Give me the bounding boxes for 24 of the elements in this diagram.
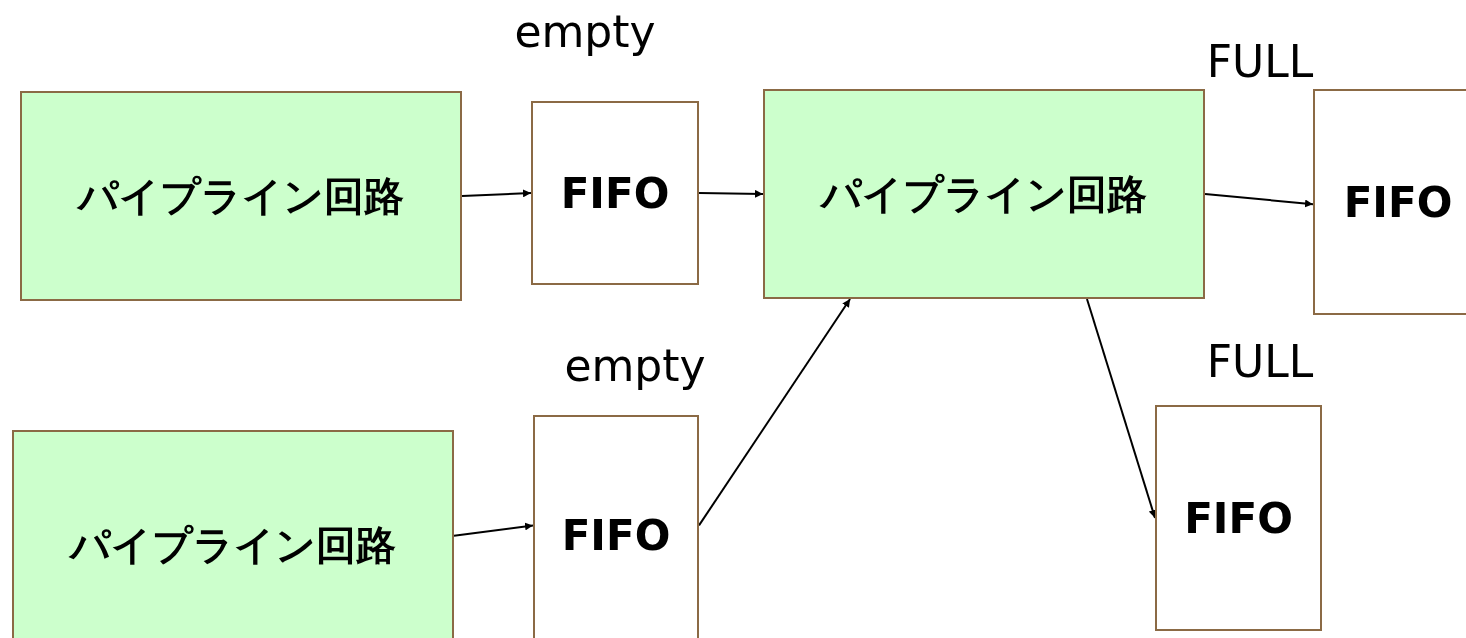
fifo-box [531,101,699,285]
pipeline-box [763,89,1205,299]
node-label: FIFO [1184,493,1293,543]
arrow [453,522,534,537]
status-label: FULL [1206,336,1314,387]
node-label: パイプライン回路 [821,169,1147,219]
node-label: パイプライン回路 [70,520,396,570]
node-label: FIFO [561,510,671,560]
fifo-box [1313,89,1466,315]
arrow [698,189,764,198]
fifo-box [533,415,699,638]
status-label: empty [514,6,656,57]
status-label: empty [564,340,706,391]
node-label: FIFO [1343,177,1453,227]
fifo-box [1155,405,1322,631]
pipeline-box [20,91,462,301]
node-label: FIFO [560,168,670,218]
arrow [1086,298,1157,519]
status-label: FULL [1206,36,1314,87]
arrow [1204,193,1314,208]
arrow [461,189,532,198]
node-label: パイプライン回路 [78,171,404,221]
pipeline-box [12,430,454,638]
arrow [698,298,852,527]
